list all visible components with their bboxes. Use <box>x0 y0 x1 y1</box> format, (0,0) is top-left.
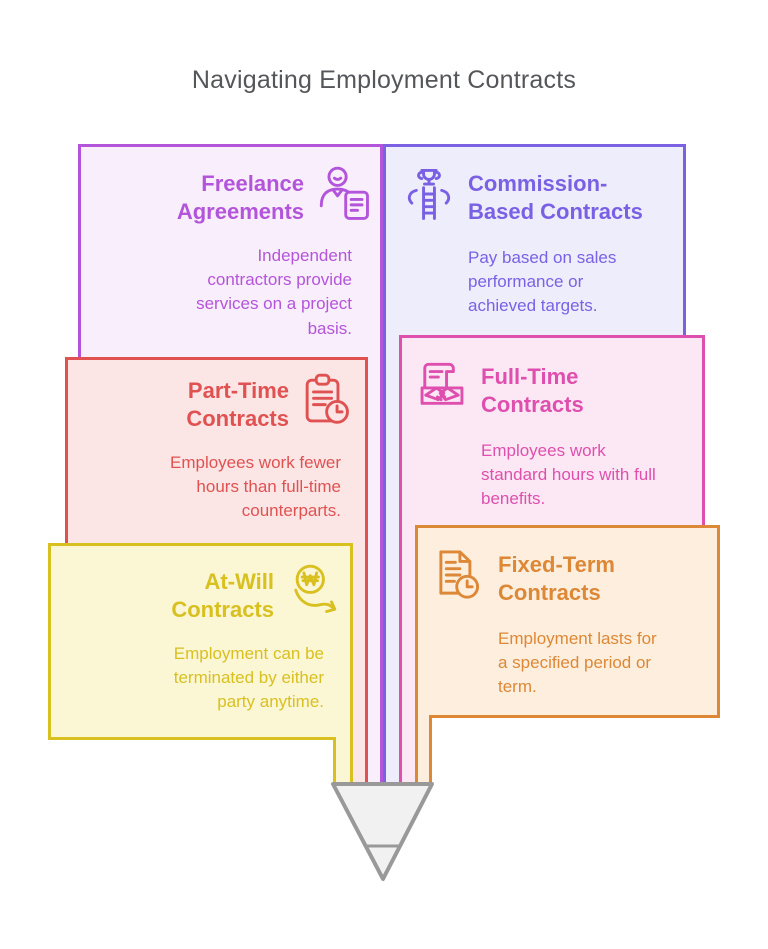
card-header: Commission-Based Contracts <box>400 165 671 226</box>
card-tail <box>415 715 432 782</box>
card-title: Commission-Based Contracts <box>468 171 643 224</box>
clipboard-clock-icon <box>299 372 357 430</box>
card-title: At-Will Contracts <box>171 569 274 622</box>
career-ladder-icon <box>400 165 458 223</box>
card-tail <box>350 450 368 782</box>
card-tail <box>399 450 415 782</box>
card-title: Freelance Agreements <box>176 171 304 224</box>
card-body: Pay based on sales performance or achiev… <box>468 247 617 316</box>
scroll-handshake-icon <box>413 358 471 416</box>
won-currency-arrow-icon <box>284 563 342 621</box>
pencil-tip-cone <box>331 782 434 881</box>
card-body: Employees work fewer hours than full-tim… <box>169 452 341 521</box>
card-tail <box>365 330 383 782</box>
card-body: Employees work standard hours with full … <box>481 440 656 509</box>
card-title: Part-Time Contracts <box>186 378 289 431</box>
card-header: At-Will Contracts <box>63 563 342 624</box>
card-freelance-agreements: Freelance Agreements Independent contrac… <box>78 144 383 384</box>
card-title: Full-Time Contracts <box>481 364 584 417</box>
card-fixed-term-contracts: Fixed-Term Contracts Employment lasts fo… <box>415 525 720 718</box>
document-clock-icon <box>430 546 488 604</box>
card-header: Freelance Agreements <box>93 165 372 226</box>
card-body: Independent contractors provide services… <box>196 245 352 338</box>
card-header: Fixed-Term Contracts <box>430 546 705 607</box>
card-header: Full-Time Contracts <box>413 358 690 419</box>
card-body: Employment can be terminated by either p… <box>173 643 324 712</box>
card-title: Fixed-Term Contracts <box>498 552 615 605</box>
page-title: Navigating Employment Contracts <box>191 66 577 94</box>
card-header: Part-Time Contracts <box>80 372 357 433</box>
card-body: Employment lasts for a specified period … <box>498 628 657 697</box>
card-tail <box>333 737 353 782</box>
card-tail <box>383 330 401 782</box>
card-at-will-contracts: At-Will Contracts Employment can be term… <box>48 543 353 740</box>
person-document-icon <box>314 165 372 223</box>
